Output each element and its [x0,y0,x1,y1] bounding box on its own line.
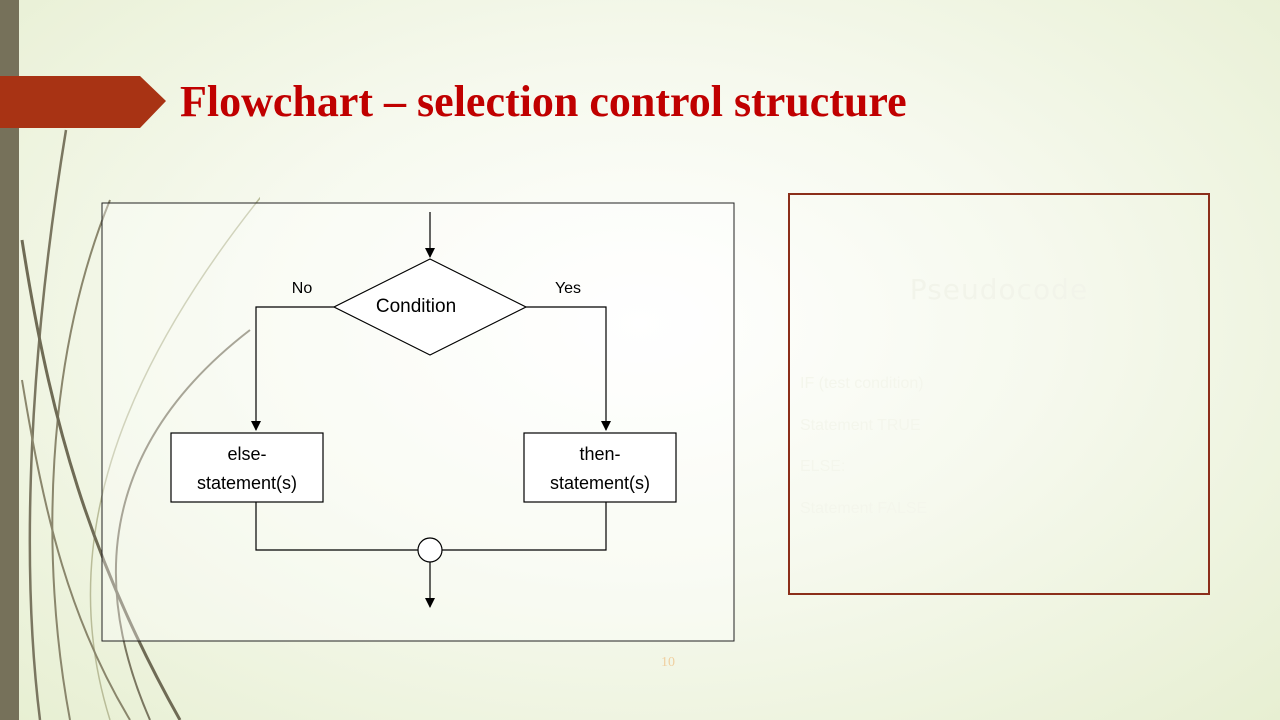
left-accent-bar [0,0,19,720]
then-box-line-2: statement(s) [550,473,650,493]
slide-title: Flowchart – selection control structure [180,77,907,126]
no-branch-arrow [251,306,334,431]
decision-label: Condition [376,296,456,317]
else-statement-box [170,432,324,503]
slide-number: 10 [661,655,675,670]
then-box-line-1: then- [579,444,620,464]
pseudocode-line-if: IF (test condition) [800,375,924,392]
yes-branch-arrow [526,306,611,431]
pseudocode-line-else: ELSE: [800,458,846,475]
else-box-line-1: else- [227,444,266,464]
pseudocode-line-true: Statement TRUE [800,417,921,434]
decision-diamond [332,258,528,356]
then-merge-line [442,502,607,551]
else-box-line-2: statement(s) [197,473,297,493]
merge-connector [417,537,443,563]
decorative-curves [20,129,260,720]
then-statement-box [523,432,677,503]
title-arrow-banner [0,76,166,128]
pseudocode-heading: Pseudocode [909,273,1089,306]
pseudocode-line-false: Statement FALSE [800,500,928,517]
no-label: No [292,280,313,297]
yes-label: Yes [555,280,581,297]
pseudocode-panel: Pseudocode IF (test condition) Statement… [788,193,1210,595]
else-merge-line [255,502,418,551]
